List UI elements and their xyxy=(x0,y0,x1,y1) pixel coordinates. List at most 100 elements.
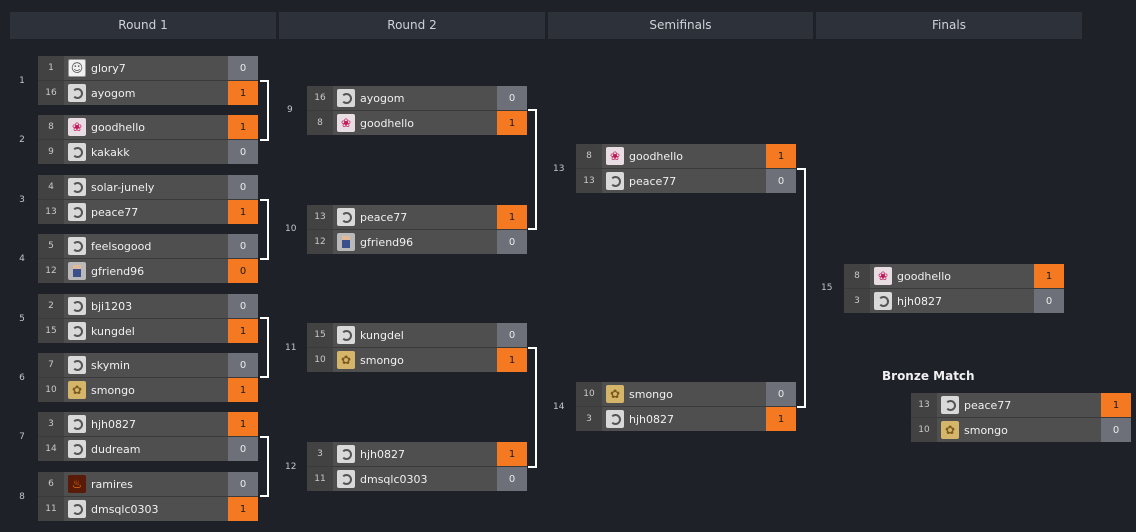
seed-number: 1 xyxy=(38,56,64,80)
participant-name[interactable]: kakakk xyxy=(91,145,130,159)
seed-number: 6 xyxy=(38,472,64,496)
participant-name[interactable]: hjh0827 xyxy=(629,412,674,426)
participant-name[interactable]: smongo xyxy=(91,383,135,397)
seed-number: 15 xyxy=(38,319,64,343)
participant-name[interactable]: dmsqlc0303 xyxy=(360,472,428,486)
avatar xyxy=(68,297,86,315)
score-box: 0 xyxy=(228,437,258,461)
score-box: 1 xyxy=(1101,393,1131,417)
participant-name[interactable]: goodhello xyxy=(360,116,415,130)
participant-name[interactable]: glory7 xyxy=(91,61,126,75)
participant-name[interactable]: gfriend96 xyxy=(360,235,414,249)
seed-number: 12 xyxy=(307,230,333,254)
participant-row[interactable]: 8goodhello1 xyxy=(307,111,527,135)
match: 10smongo03hjh08271 xyxy=(576,382,796,431)
participant-row[interactable]: 6ramires0 xyxy=(38,472,258,497)
participant-name[interactable]: peace77 xyxy=(91,205,139,219)
avatar xyxy=(941,421,959,439)
participant-name[interactable]: smongo xyxy=(964,423,1008,437)
participant-name[interactable]: gfriend96 xyxy=(91,264,145,278)
participant-row[interactable]: 10smongo1 xyxy=(307,348,527,372)
participant-name[interactable]: skymin xyxy=(91,358,130,372)
seed-number: 9 xyxy=(38,140,64,164)
participant-name[interactable]: peace77 xyxy=(360,210,408,224)
avatar xyxy=(606,385,624,403)
participant-row[interactable]: 8goodhello1 xyxy=(38,115,258,140)
participant-name[interactable]: hjh0827 xyxy=(360,447,405,461)
seed-number: 3 xyxy=(844,289,870,313)
round-header-2: Round 2 xyxy=(279,12,545,39)
participant-name[interactable]: kungdel xyxy=(91,324,135,338)
avatar xyxy=(68,118,86,136)
score-box: 0 xyxy=(228,56,258,80)
score-box: 1 xyxy=(228,497,258,521)
seed-number: 8 xyxy=(844,264,870,288)
match-number-label: 8 xyxy=(19,492,25,502)
participant-row[interactable]: 15 kungdel 1 xyxy=(38,319,258,343)
participant-name[interactable]: solar-junely xyxy=(91,180,155,194)
score-box: 1 xyxy=(497,348,527,372)
participant-name[interactable]: ramires xyxy=(91,477,133,491)
participant-name[interactable]: ayogom xyxy=(360,91,405,105)
participant-name[interactable]: hjh0827 xyxy=(91,417,136,431)
participant-row[interactable]: 8goodhello1 xyxy=(844,264,1064,289)
participant-row[interactable]: 10smongo0 xyxy=(911,418,1131,442)
seed-number: 3 xyxy=(576,407,602,431)
avatar xyxy=(68,262,86,280)
participant-name[interactable]: goodhello xyxy=(91,120,146,134)
avatar xyxy=(337,233,355,251)
seed-number: 3 xyxy=(38,412,64,436)
match: 15kungdel010smongo1 xyxy=(307,323,527,372)
seed-number: 13 xyxy=(576,169,602,193)
avatar xyxy=(606,172,624,190)
participant-name[interactable]: feelsogood xyxy=(91,239,152,253)
participant-name[interactable]: goodhello xyxy=(897,269,952,283)
participant-name[interactable]: ayogom xyxy=(91,86,136,100)
avatar xyxy=(68,500,86,518)
participant-row[interactable]: 10smongo0 xyxy=(576,382,796,407)
avatar xyxy=(874,267,892,285)
participant-row[interactable]: 1 glory7 0 xyxy=(38,56,258,81)
participant-name[interactable]: goodhello xyxy=(629,149,684,163)
participant-row[interactable]: 8goodhello1 xyxy=(576,144,796,169)
seed-number: 10 xyxy=(38,378,64,402)
avatar xyxy=(606,147,624,165)
participant-name[interactable]: dudream xyxy=(91,442,141,456)
participant-name[interactable]: kungdel xyxy=(360,328,404,342)
participant-name[interactable]: dmsqlc0303 xyxy=(91,502,159,516)
score-box: 0 xyxy=(766,382,796,406)
score-box: 1 xyxy=(228,319,258,343)
participant-name[interactable]: peace77 xyxy=(629,174,677,188)
avatar xyxy=(68,59,86,77)
participant-name[interactable]: bji1203 xyxy=(91,299,133,313)
score-box: 0 xyxy=(497,323,527,347)
participant-name[interactable]: hjh0827 xyxy=(897,294,942,308)
participant-row[interactable]: 10smongo1 xyxy=(38,378,258,402)
participant-name[interactable]: smongo xyxy=(360,353,404,367)
participant-name[interactable]: peace77 xyxy=(964,398,1012,412)
participant-name[interactable]: smongo xyxy=(629,387,673,401)
